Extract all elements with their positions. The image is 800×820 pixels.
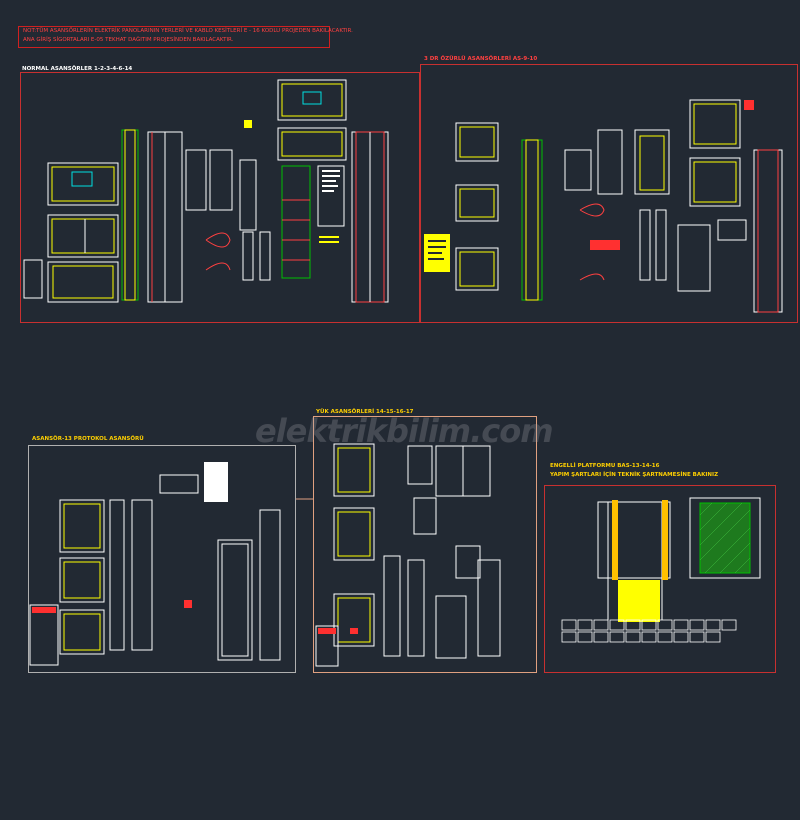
note-line-2: ANA GİRİŞ SİGORTALARI E-05 TEKHAT DAĞITI… — [23, 37, 234, 43]
general-note-box: NOT:TÜM ASANSÖRLERİN ELEKTRİK PANOLARINI… — [18, 26, 353, 48]
sheet-normal-elevators-title: NORMAL ASANSÖRLER 1-2-3-4-6-14 — [22, 66, 133, 72]
sheet-normal-elevators[interactable] — [20, 72, 420, 323]
sheet-freight-elevators[interactable] — [313, 416, 537, 673]
sheet-protocol-elevator-title: ASANSÖR-13 PROTOKOL ASANSÖRÜ — [32, 436, 144, 442]
sheet-disabled-platform-title-2: YAPIM ŞARTLARI İÇİN TEKNİK ŞARTNAMESİNE … — [550, 472, 719, 478]
sheet-freight-elevators-title: YÜK ASANSÖRLERİ 14-15-16-17 — [316, 409, 414, 415]
sheet-disabled-platform[interactable] — [544, 485, 776, 673]
sheet-protocol-elevator[interactable] — [28, 445, 296, 673]
watermark-logo: elektrikbilim.com — [255, 412, 554, 450]
sheet-disabled-elevators[interactable] — [420, 64, 798, 323]
sheet-disabled-elevators-title: 3 DR ÖZÜRLÜ ASANSÖRLERİ AS-9-10 — [424, 56, 538, 62]
note-line-1: NOT:TÜM ASANSÖRLERİN ELEKTRİK PANOLARINI… — [23, 28, 353, 34]
sheet-disabled-platform-title-1: ENGELLİ PLATFORMU BAS-13-14-16 — [550, 463, 660, 469]
